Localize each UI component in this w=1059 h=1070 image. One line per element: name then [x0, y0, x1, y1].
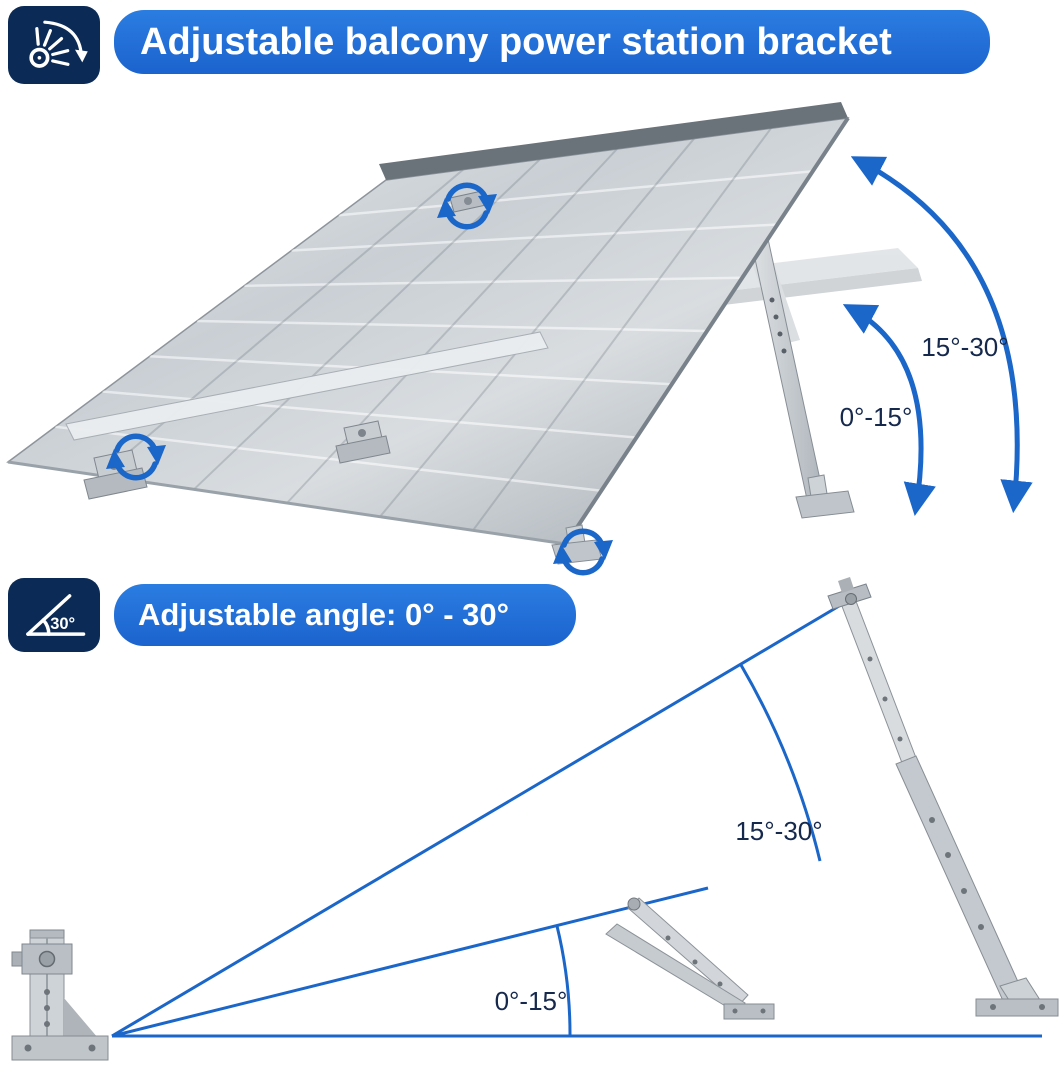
top-banner-label: Adjustable balcony power station bracket — [140, 20, 892, 63]
front-foot-mid — [335, 420, 391, 464]
bracket-extended — [827, 577, 1059, 1017]
top-banner: Adjustable balcony power station bracket — [114, 10, 990, 74]
small-angle-arc — [555, 925, 572, 1037]
bracket-collapsed — [11, 929, 109, 1061]
adjustable-rays-icon — [8, 6, 100, 84]
bracket-folded — [605, 897, 775, 1020]
adjustable-rays-icon-graphic — [29, 20, 88, 68]
upper-outer-range-label: 15°-30° — [921, 332, 1008, 362]
panel-top-clamp — [449, 190, 487, 213]
panel-mount-rail — [65, 331, 549, 441]
angle-30-icon-graphic: 30° — [26, 594, 86, 636]
lower-outer-range-label: 15°-30° — [735, 816, 822, 846]
large-angle-arc — [739, 664, 822, 862]
panel-frame-top — [379, 102, 848, 180]
solar-panel — [6, 102, 850, 546]
lower-inner-range-label: 0°-15° — [495, 986, 568, 1016]
diagram-high-angle-line — [111, 594, 857, 1038]
panel-cell-grid — [55, 127, 813, 531]
upper-inner-range-label: 0°-15° — [840, 402, 913, 432]
curved-double-arrow-icon-outer — [850, 156, 1033, 514]
angle-banner: Adjustable angle: 0° - 30° — [114, 584, 576, 646]
curved-double-arrow-icon-inner — [842, 304, 936, 517]
angle-30-icon: 30° — [8, 578, 100, 652]
tilt-range-annotations: 15°-30° 0°-15° — [840, 156, 1033, 517]
diagram-low-angle-line — [111, 886, 709, 1038]
angle-banner-label: Adjustable angle: 0° - 30° — [138, 597, 510, 632]
angle-diagram: 0°-15° 15°-30° — [11, 577, 1059, 1061]
angle-icon-value: 30° — [50, 615, 75, 633]
